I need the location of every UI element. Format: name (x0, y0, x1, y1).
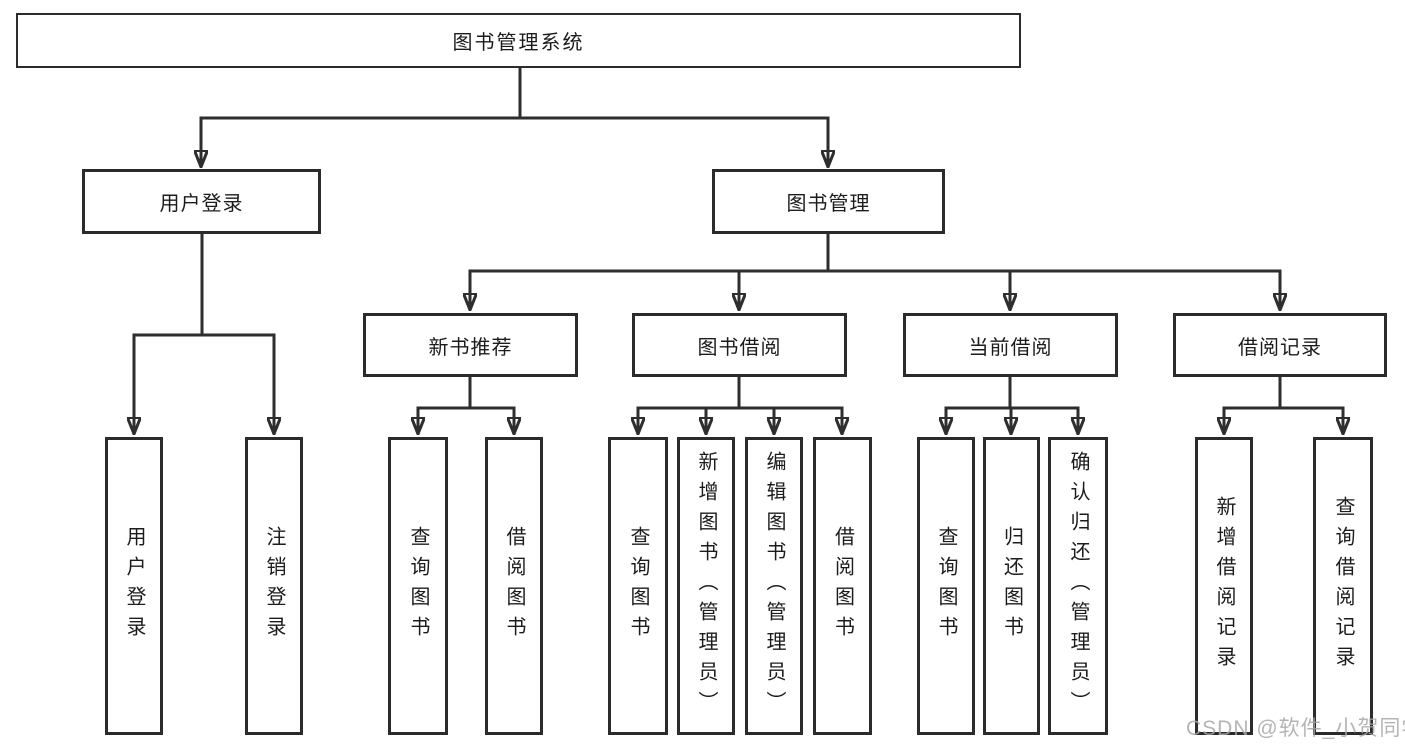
node-leaf-query-book-1: 查询图书 (388, 437, 448, 735)
node-book-mgmt: 图书管理 (712, 169, 945, 234)
node-leaf-edit-book: 编辑图书（管理员） (745, 437, 803, 735)
connector-book-borrow-children (638, 377, 842, 433)
watermark-text: CSDN @软件_小贺同学 (1186, 717, 1405, 740)
node-new-book-rec: 新书推荐 (363, 313, 578, 377)
node-user-login: 用户登录 (82, 169, 321, 234)
node-leaf-user-login: 用户登录 (105, 437, 163, 735)
node-leaf-borrow-book-2: 借阅图书 (813, 437, 872, 735)
node-book-borrow: 图书借阅 (632, 313, 847, 377)
connector-borrow-records-children (1224, 377, 1343, 433)
node-leaf-borrow-book-1: 借阅图书 (485, 437, 543, 735)
connector-current-borrow-children (946, 377, 1078, 433)
connector-root-to-level2 (201, 68, 828, 166)
node-leaf-query-borrow-record: 查询借阅记录 (1313, 437, 1373, 735)
connector-user-login-children (134, 234, 274, 433)
node-current-borrow: 当前借阅 (903, 313, 1118, 377)
node-leaf-return-book: 归还图书 (983, 437, 1040, 735)
node-leaf-add-borrow-record: 新增借阅记录 (1195, 437, 1253, 735)
node-leaf-add-book: 新增图书（管理员） (677, 437, 735, 735)
node-leaf-query-book-3: 查询图书 (917, 437, 975, 735)
connector-book-mgmt-children (470, 234, 1280, 309)
node-leaf-query-book-2: 查询图书 (608, 437, 668, 735)
node-borrow-records: 借阅记录 (1173, 313, 1387, 377)
node-root: 图书管理系统 (16, 13, 1021, 68)
node-leaf-logout: 注销登录 (245, 437, 303, 735)
connector-new-book-rec-children (418, 377, 514, 433)
node-leaf-confirm-return: 确认归还（管理员） (1048, 437, 1108, 735)
